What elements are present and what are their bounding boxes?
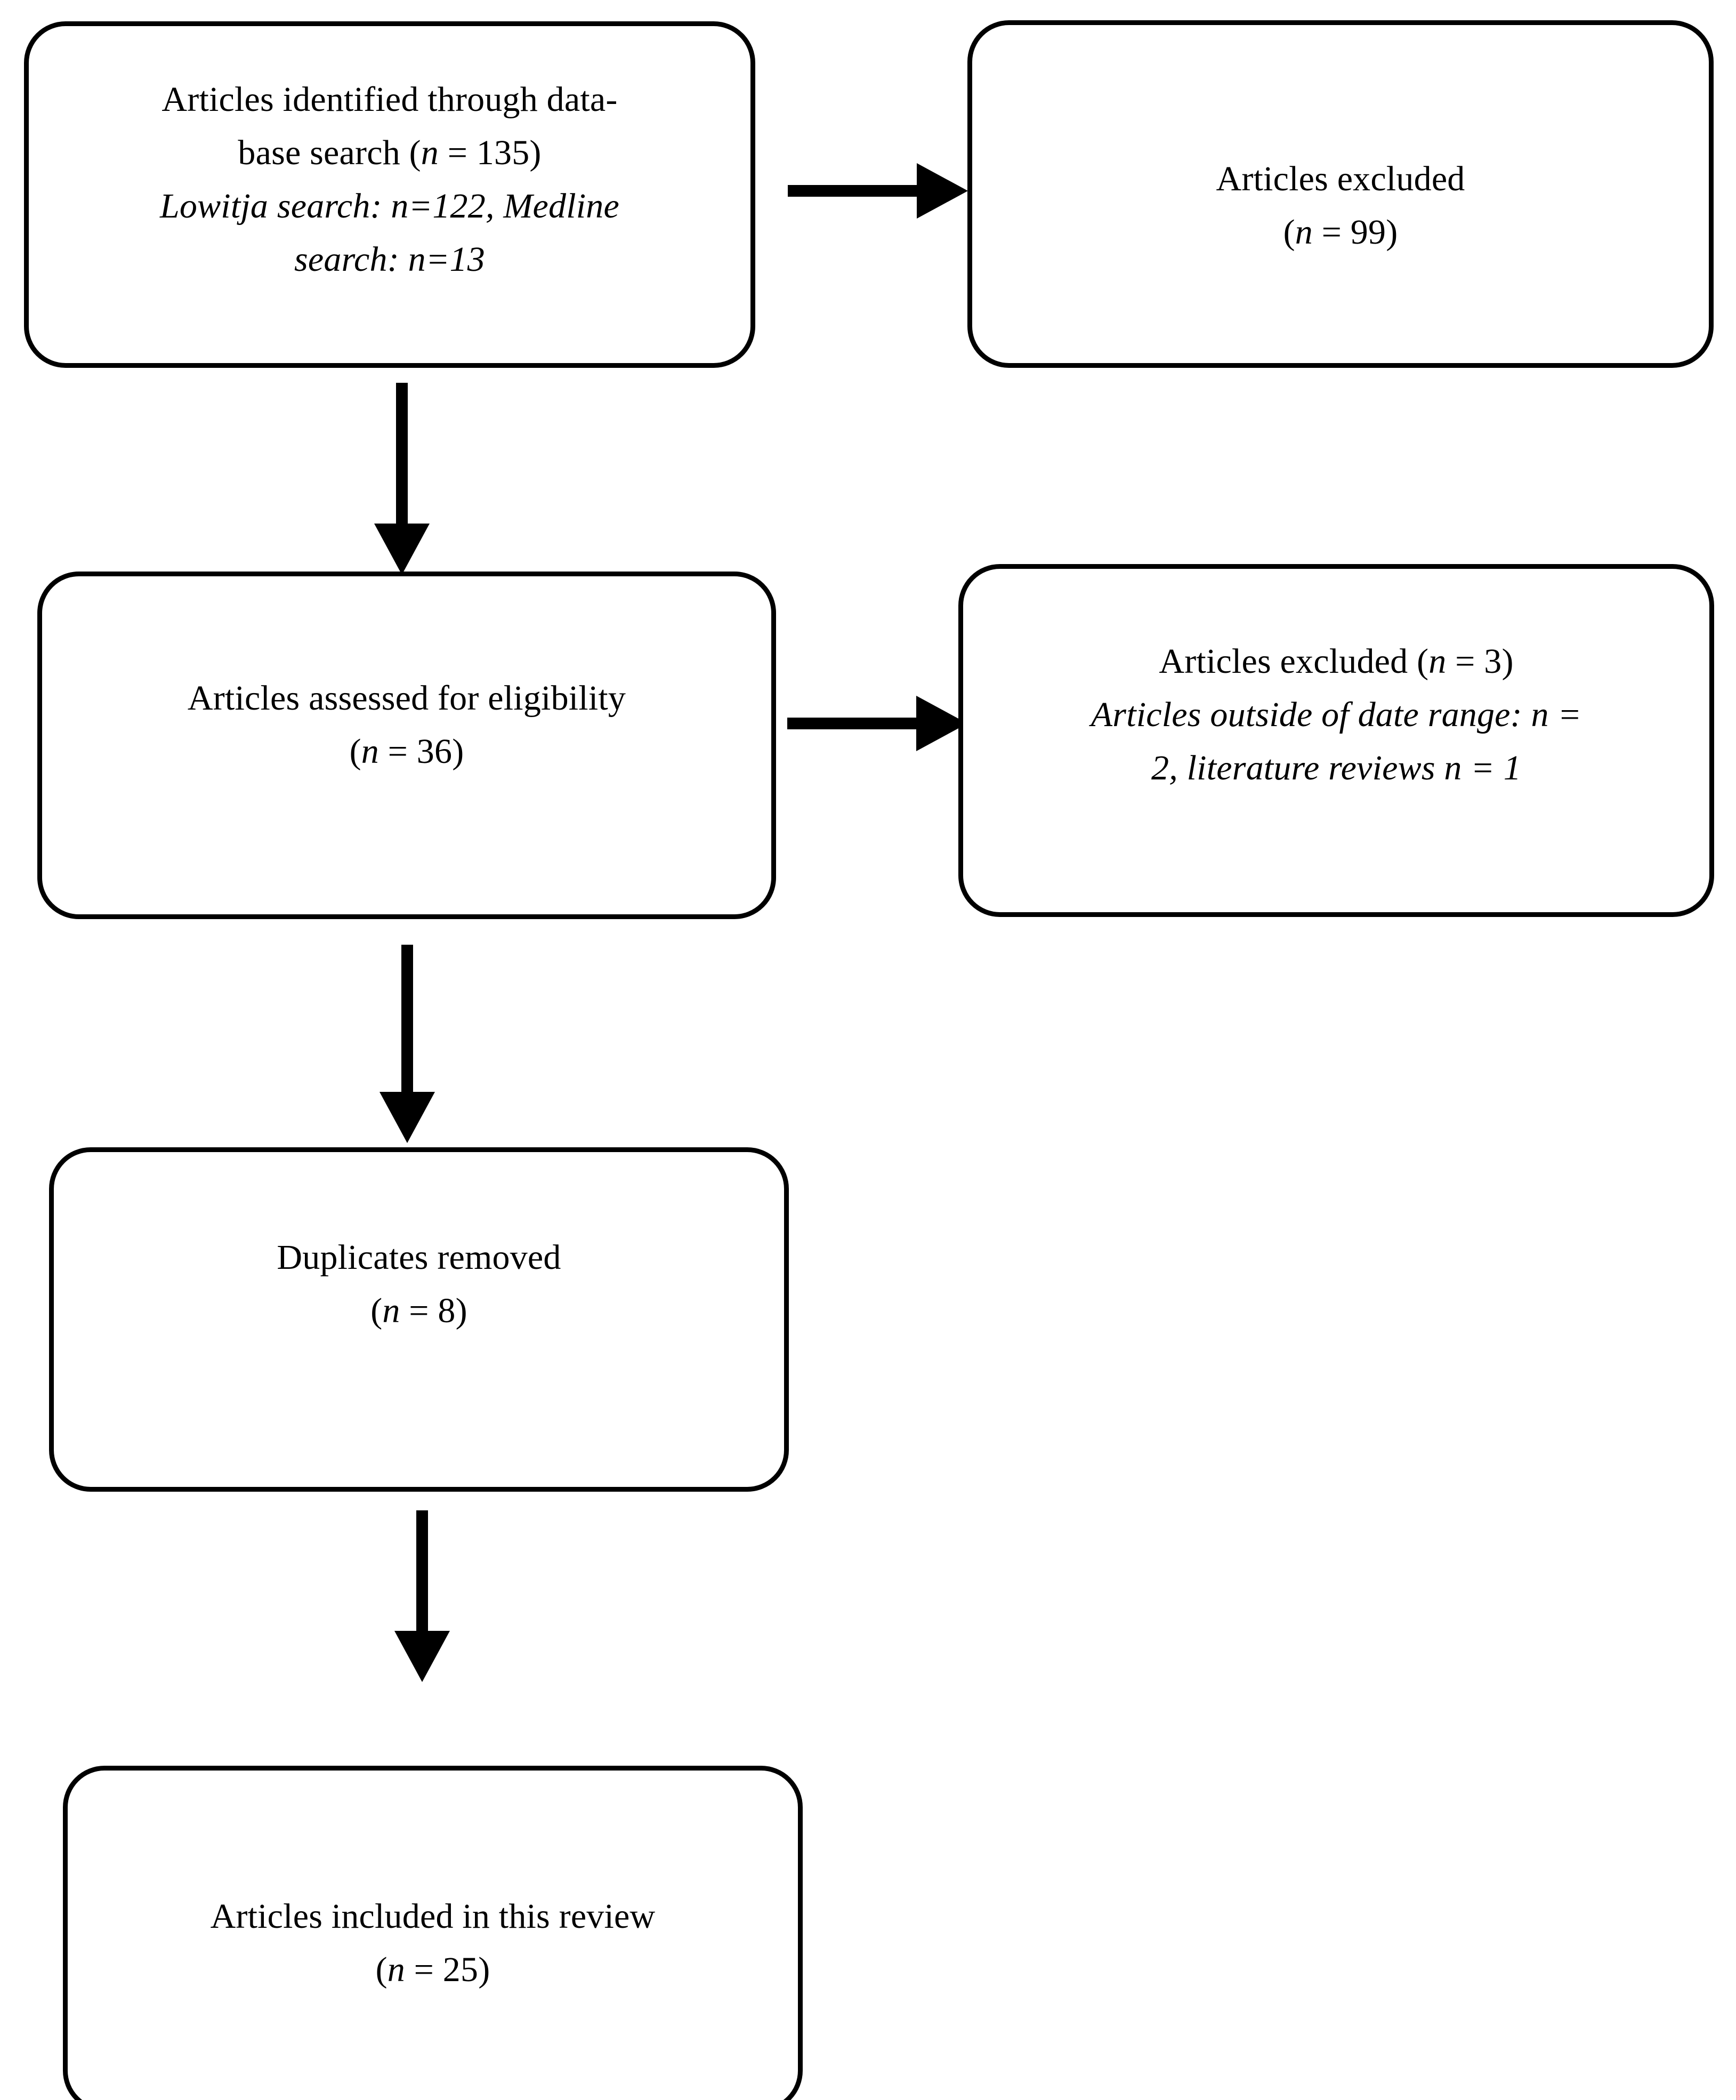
excluded-1-line-2: (n = 99) (987, 206, 1694, 259)
eligibility-line-2: (n = 36) (57, 725, 756, 778)
eligibility-line-2-pre: ( (349, 732, 361, 771)
identified-line-2-post: = 135) (439, 133, 542, 172)
arrow-head-right-icon (917, 163, 968, 219)
eligibility-line-1: Articles assessed for eligibility (187, 679, 626, 718)
box-articles-included-text: Articles included in this review (n = 25… (83, 1890, 783, 1997)
box-duplicates-removed-text: Duplicates removed (n = 8) (69, 1231, 769, 1338)
identified-line-2-pre: base search ( (238, 133, 421, 172)
box-articles-included[interactable]: Articles included in this review (n = 25… (63, 1766, 803, 2100)
box-articles-identified-text: Articles identified through data- base s… (44, 73, 736, 286)
included-line-2-post: = 25) (405, 1950, 490, 1989)
duplicates-line-1: Duplicates removed (277, 1238, 561, 1277)
excluded-1-line-2-pre: ( (1283, 213, 1295, 252)
box-articles-identified[interactable]: Articles identified through data- base s… (24, 21, 755, 368)
arrow-head-down-icon (394, 1631, 450, 1682)
identified-line-4: search: n=13 (294, 240, 485, 279)
box-articles-excluded-99-text: Articles excluded (n = 99) (987, 152, 1694, 259)
excluded-1-line-2-post: = 99) (1312, 213, 1398, 252)
identified-line-3: Lowitja search: n=122, Medline (159, 187, 619, 226)
arrow-duplicates-to-included (394, 1510, 450, 1682)
arrow-head-down-icon (374, 524, 430, 575)
duplicates-line-2-pre: ( (370, 1291, 383, 1330)
excluded-2-line-1: Articles excluded (n = 3) (978, 635, 1694, 688)
duplicates-line-2-post: = 8) (400, 1291, 467, 1330)
excluded-2-line-1-pre: Articles excluded ( (1159, 642, 1429, 681)
included-line-2-pre: ( (375, 1950, 387, 1989)
arrow-identified-to-eligibility (374, 383, 430, 575)
box-articles-excluded-99[interactable]: Articles excluded (n = 99) (967, 20, 1714, 368)
duplicates-n-symbol: n (382, 1291, 400, 1330)
arrow-head-down-icon (380, 1092, 435, 1143)
box-articles-assessed-eligibility[interactable]: Articles assessed for eligibility (n = 3… (37, 572, 776, 919)
arrow-shaft (788, 185, 919, 197)
arrow-identified-to-excluded-1 (788, 163, 968, 219)
identified-line-1: Articles identified through data- (162, 80, 618, 119)
excluded-1-n-symbol: n (1295, 213, 1313, 252)
identified-line-2: base search (n = 135) (44, 126, 736, 180)
excluded-2-line-2: Articles outside of date range: n = (1091, 695, 1582, 734)
eligibility-line-2-post: = 36) (378, 732, 464, 771)
identified-line-2-n-symbol: n (421, 133, 439, 172)
arrow-eligibility-to-excluded-2 (787, 696, 967, 751)
box-duplicates-removed[interactable]: Duplicates removed (n = 8) (49, 1147, 789, 1492)
excluded-2-n-symbol: n (1428, 642, 1447, 681)
box-articles-excluded-3-text: Articles excluded (n = 3) Articles outsi… (978, 635, 1694, 795)
box-articles-excluded-3[interactable]: Articles excluded (n = 3) Articles outsi… (958, 564, 1714, 917)
duplicates-line-2: (n = 8) (69, 1284, 769, 1338)
arrow-eligibility-to-duplicates (380, 945, 435, 1143)
box-articles-assessed-eligibility-text: Articles assessed for eligibility (n = 3… (57, 672, 756, 778)
excluded-2-line-1-post: = 3) (1446, 642, 1514, 681)
included-line-1: Articles included in this review (210, 1897, 656, 1936)
arrow-shaft (787, 718, 918, 729)
excluded-1-line-1: Articles excluded (1216, 159, 1465, 198)
arrow-shaft (401, 945, 413, 1094)
arrow-shaft (416, 1510, 428, 1633)
arrow-shaft (396, 383, 408, 526)
included-line-2: (n = 25) (83, 1943, 783, 1997)
included-n-symbol: n (387, 1950, 405, 1989)
excluded-2-line-3: 2, literature reviews n = 1 (1151, 749, 1521, 787)
eligibility-n-symbol: n (361, 732, 379, 771)
